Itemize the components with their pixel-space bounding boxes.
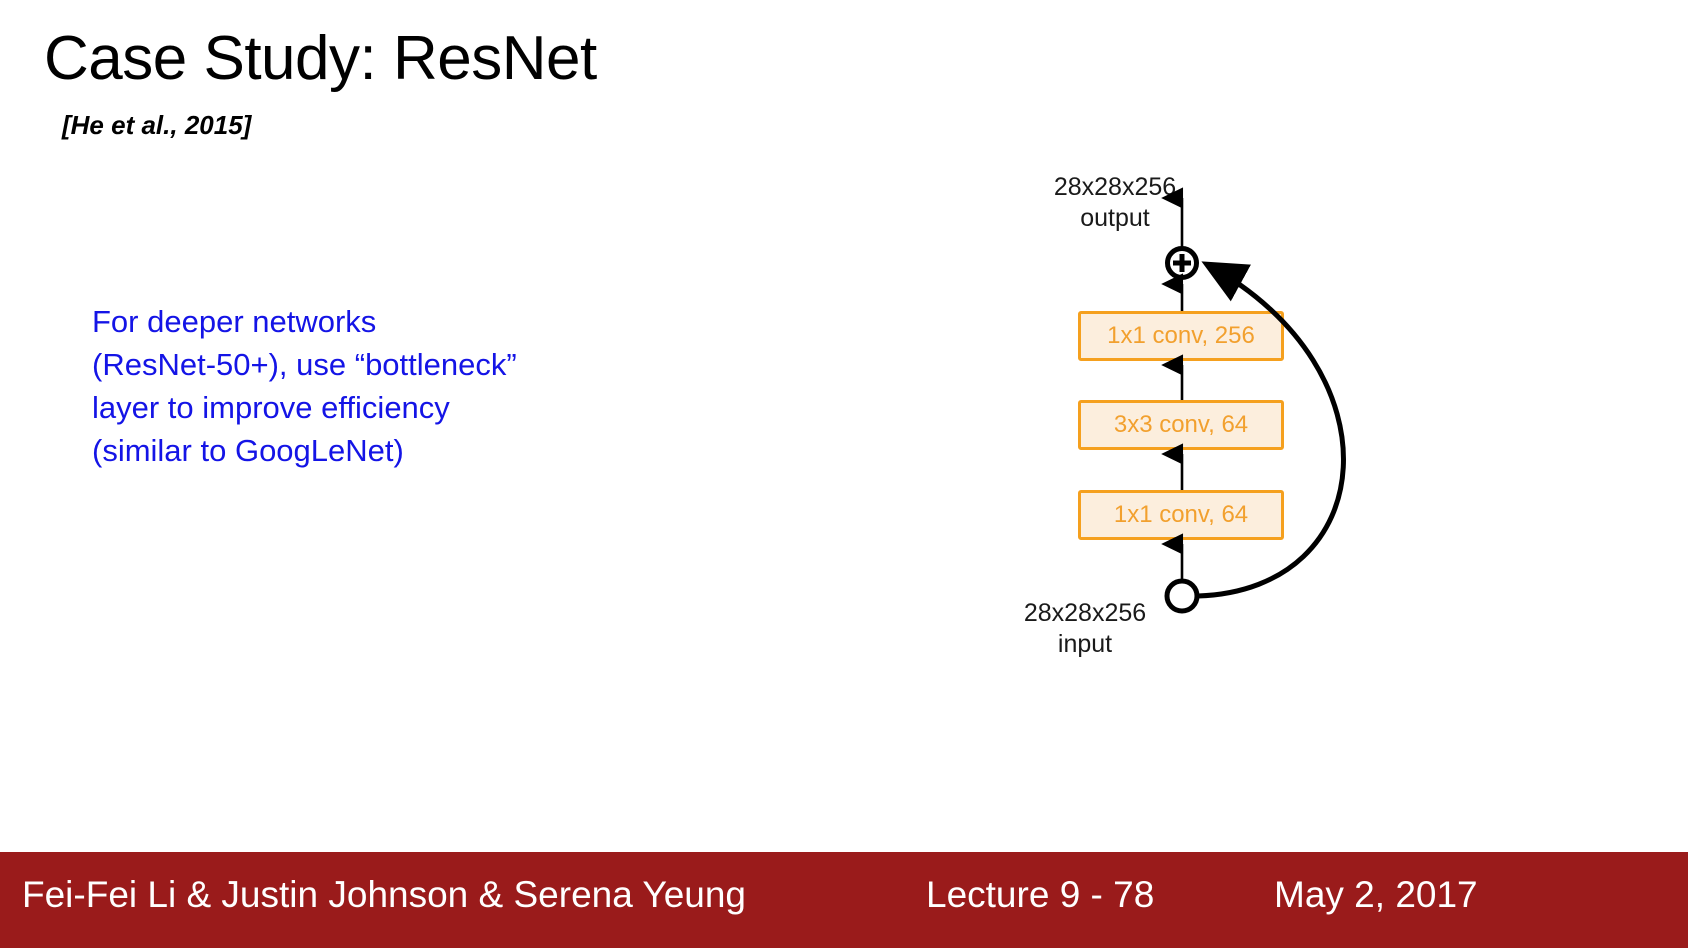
resnet-block-diagram (960, 160, 1480, 680)
footer-bar: Fei-Fei Li & Justin Johnson & Serena Yeu… (0, 852, 1688, 948)
identity-shortcut-arrow (1195, 261, 1346, 599)
conv-layer-label: 1x1 conv, 64 (1113, 501, 1249, 528)
input-shape-text: 28x28x256 (1023, 599, 1147, 627)
output-shape-label: 28x28x256 output (1040, 172, 1190, 234)
output-shape-text: 28x28x256 (1053, 173, 1177, 201)
body-text-line: (similar to GoogLeNet) (92, 433, 404, 468)
body-text-line: layer to improve efficiency (92, 390, 450, 425)
footer-lecture-number: Lecture 9 - 78 (926, 874, 1155, 915)
body-text-line: For deeper networks (92, 304, 377, 339)
output-role-text: output (1080, 204, 1150, 232)
conv-layer-label: 1x1 conv, 256 (1107, 322, 1255, 349)
body-text-block: For deeper networks (ResNet-50+), use “b… (92, 300, 517, 472)
conv-layer-box: 1x1 conv, 256 (1078, 311, 1284, 361)
footer-date: May 2, 2017 (1274, 874, 1478, 915)
diagram-svg (1161, 187, 1346, 614)
input-shape-label: 28x28x256 input (1010, 598, 1160, 660)
footer-authors: Fei-Fei Li & Justin Johnson & Serena Yeu… (22, 874, 747, 915)
page-title: Case Study: ResNet (44, 24, 597, 93)
body-text-line: (ResNet-50+), use “bottleneck” (92, 347, 517, 382)
citation-label: [He et al., 2015] (62, 110, 252, 140)
input-role-text: input (1057, 630, 1113, 658)
input-node-circle (1164, 578, 1200, 614)
conv-layer-label: 3x3 conv, 64 (1113, 411, 1249, 438)
